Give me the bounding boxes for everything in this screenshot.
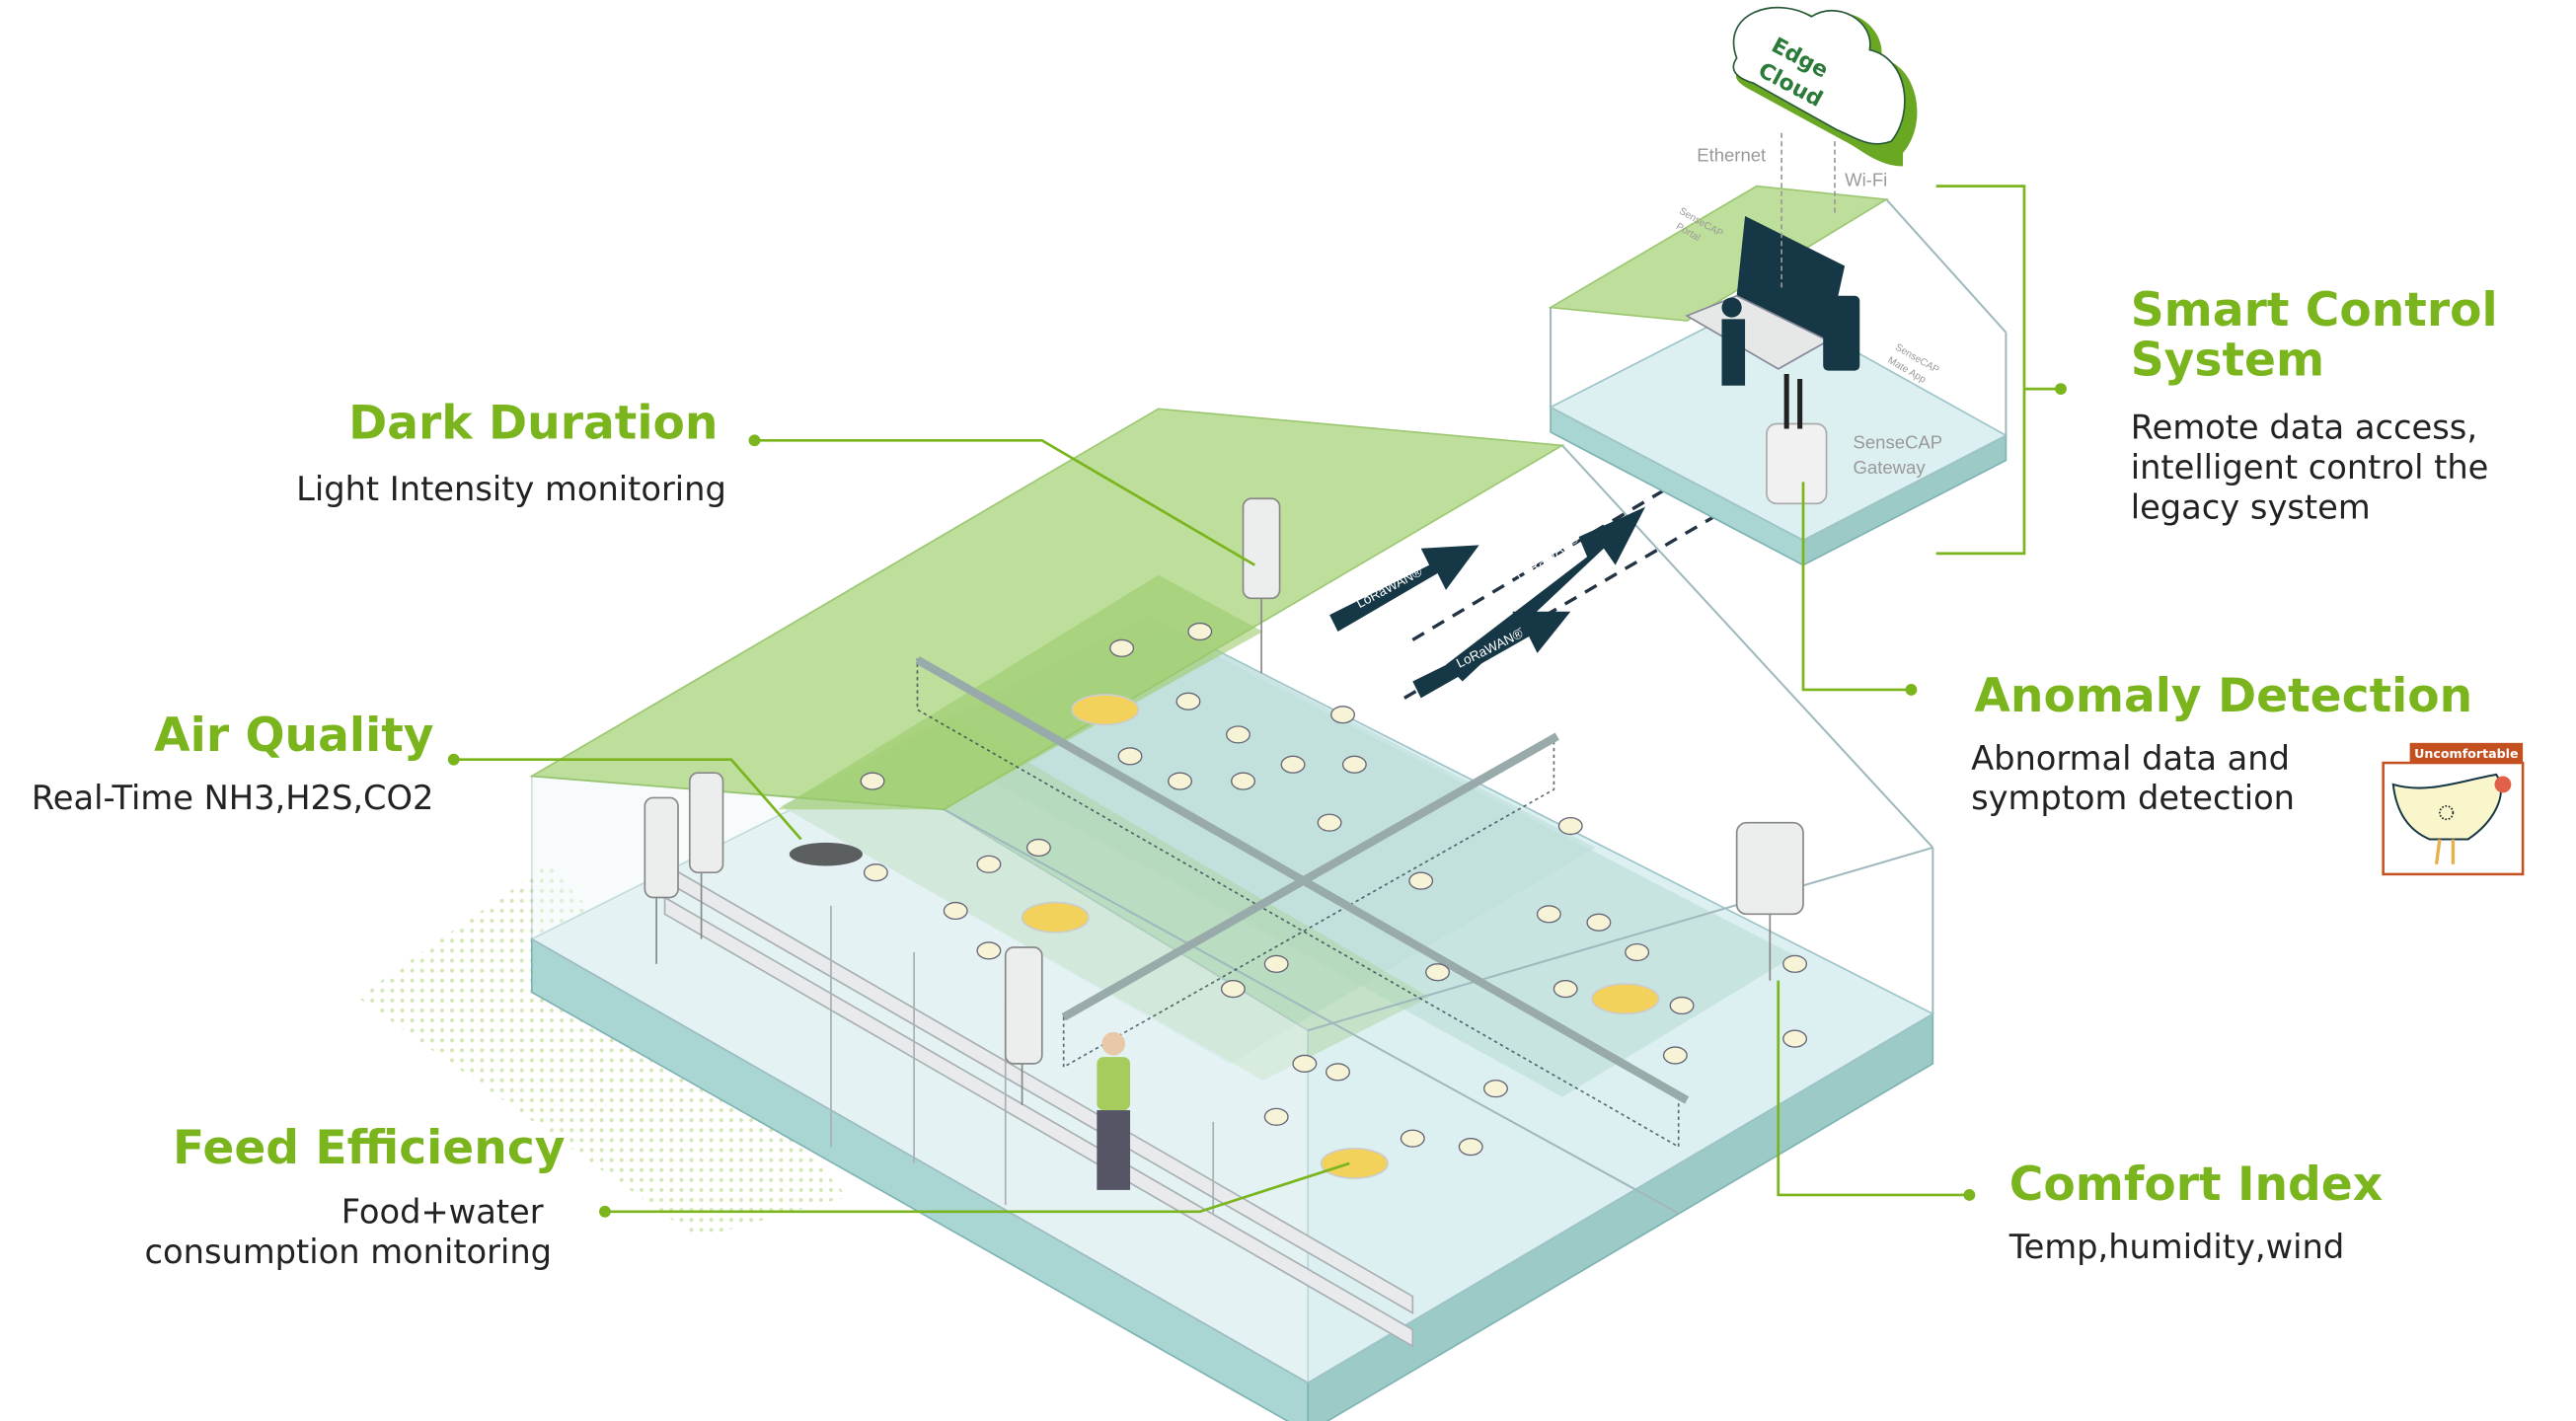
anomaly-detection-desc: Abnormal data and [1971,739,2290,778]
gateway-label: SenseCAP [1854,432,1943,453]
label-comfort-index: Comfort Index Temp,humidity,wind [2008,1158,2383,1266]
virus-icon [2439,805,2455,821]
gateway-label: Gateway [1854,457,1927,478]
label-feed-efficiency: Feed Efficiency Food+water consumption m… [145,1121,566,1271]
air-quality-title: Air Quality [154,709,433,763]
uncomfortable-badge-text: Uncomfortable [2414,746,2518,761]
smart-control-desc: intelligent control the [2131,448,2489,486]
label-smart-control: Smart Control System Remote data access,… [2131,283,2498,526]
ethernet-label: Ethernet [1697,144,1767,165]
smart-control-desc: legacy system [2131,487,2371,526]
label-anomaly-detection: Anomaly Detection Abnormal data and symp… [1971,669,2525,876]
ground-shadow [357,863,848,1238]
chickens [860,622,1808,1157]
air-quality-desc: Real-Time NH3,H2S,CO2 [32,779,434,817]
sensors [644,497,1804,1105]
control-house: SenseCAP Gateway SenseCAP Portal SenseCA… [1548,185,2008,567]
comfort-index-title: Comfort Index [2009,1158,2383,1212]
dark-duration-title: Dark Duration [348,397,718,451]
feed-efficiency-desc: consumption monitoring [145,1233,552,1271]
label-dark-duration: Dark Duration Light Intensity monitoring [296,397,726,508]
uncomfortable-chicken-badge: Uncomfortable [2382,742,2525,876]
smart-control-desc: Remote data access, [2131,409,2477,447]
smart-control-title: Smart Control [2131,283,2498,337]
chicken-icon [2391,773,2502,841]
anomaly-detection-title: Anomaly Detection [1974,669,2472,723]
feed-efficiency-title: Feed Efficiency [173,1121,565,1175]
farm-worker [1097,1031,1131,1190]
connectors [447,185,2067,1218]
wifi-label: Wi-Fi [1845,170,1887,190]
main-barn [529,408,1935,1421]
label-air-quality: Air Quality Real-Time NH3,H2S,CO2 [32,709,434,817]
comfort-index-desc: Temp,humidity,wind [2008,1228,2344,1266]
dark-duration-desc: Light Intensity monitoring [296,470,726,508]
feed-efficiency-desc: Food+water [341,1193,544,1232]
lorawan-label: LoRaWAN® [1354,563,1425,611]
edge-cloud: Edge Cloud Ethernet Wi-Fi [1697,6,1918,291]
smart-control-title: System [2131,334,2324,388]
anomaly-detection-desc: symptom detection [1971,779,2295,817]
